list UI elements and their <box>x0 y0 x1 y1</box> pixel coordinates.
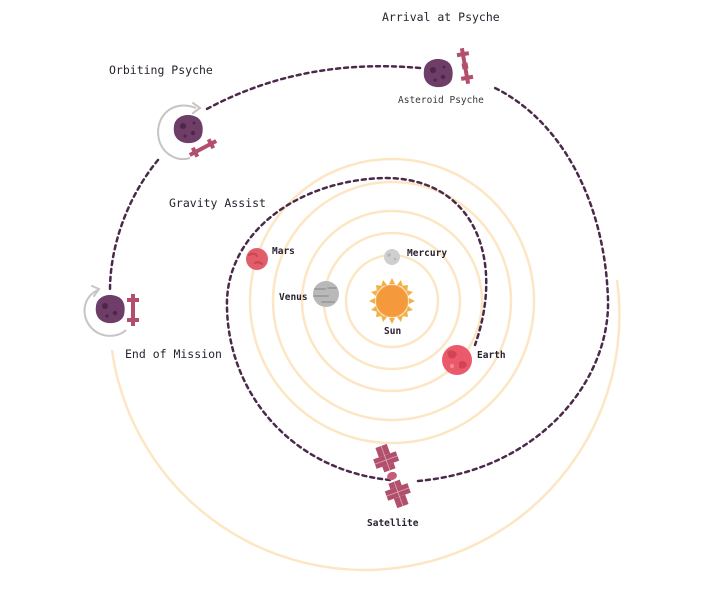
orbiting-path <box>203 65 422 112</box>
asteroid-icon <box>95 295 125 324</box>
mars-icon <box>246 248 268 270</box>
earth-label: Earth <box>477 350 506 361</box>
earth-icon <box>442 345 472 375</box>
spacecraft-trajectory <box>108 65 610 483</box>
satellite-icon <box>373 443 411 509</box>
mercury-label: Mercury <box>407 248 447 259</box>
earth-orbit <box>300 209 484 393</box>
sun-icon <box>369 278 415 324</box>
mercury-icon <box>384 249 400 265</box>
arrival-path <box>416 86 610 483</box>
asteroid-icon <box>173 115 203 144</box>
outer-orbit <box>110 279 621 572</box>
spacecraft-icon <box>127 294 139 326</box>
orbit-arrow-icon <box>157 102 202 161</box>
mars-label: Mars <box>272 246 295 257</box>
inner-orbit <box>271 180 513 422</box>
end-of-mission-label: End of Mission <box>125 347 222 361</box>
spacecraft-icon <box>456 47 474 85</box>
gravity-assist-path <box>225 176 488 482</box>
satellite-label: Satellite <box>367 518 419 529</box>
planet-orbits <box>110 157 621 572</box>
sun-label: Sun <box>384 326 401 337</box>
spacecraft-icon <box>188 138 218 158</box>
asteroid-label: Asteroid Psyche <box>398 95 484 106</box>
end-path <box>108 158 160 292</box>
arrival-label: Arrival at Psyche <box>382 10 500 24</box>
asteroid-icon <box>423 59 453 88</box>
venus-icon <box>313 281 339 307</box>
orbiting-label: Orbiting Psyche <box>109 63 213 77</box>
mars-orbit <box>248 157 536 445</box>
orbit-arrow-icon <box>83 285 127 337</box>
gravity-assist-label: Gravity Assist <box>169 196 266 210</box>
venus-label: Venus <box>279 292 308 303</box>
